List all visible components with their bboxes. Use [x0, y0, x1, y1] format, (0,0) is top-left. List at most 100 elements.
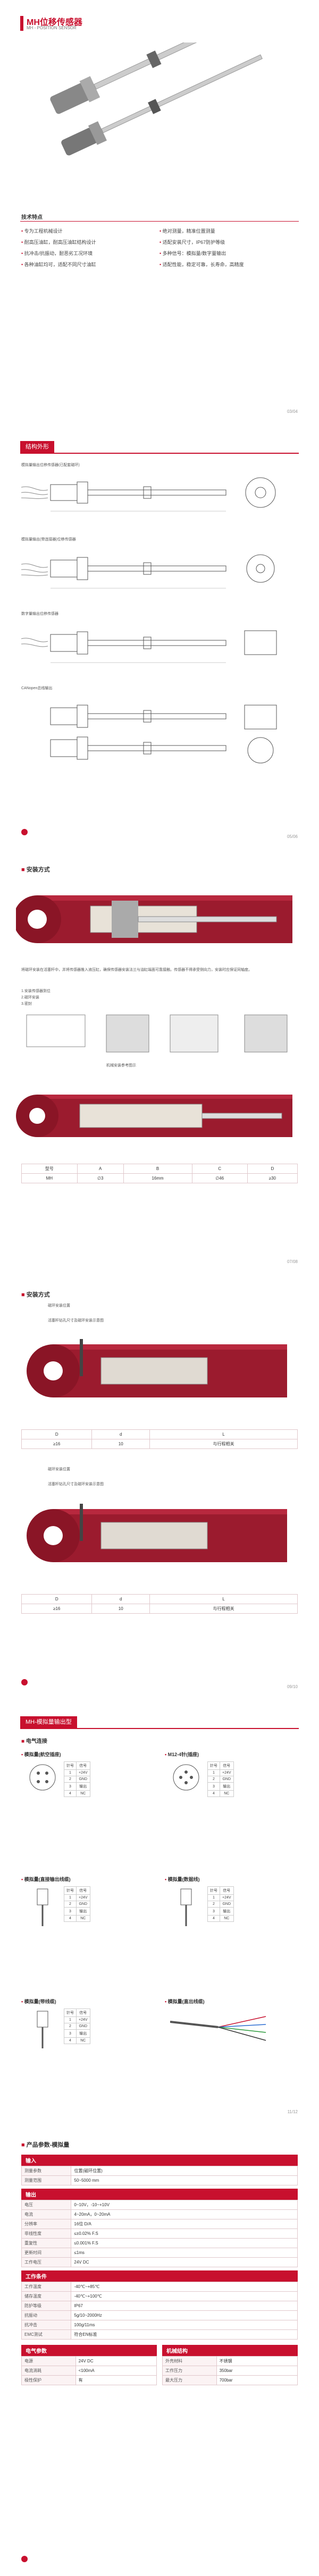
rod-install-diagram-2: [27, 1504, 287, 1562]
install-step: 3.密封: [21, 1002, 32, 1006]
spec-key: 工作电压: [21, 2257, 72, 2267]
table-cell: 输出: [76, 1907, 90, 1916]
table-cell: +24V: [76, 1769, 90, 1776]
table-cell: 2: [207, 1776, 220, 1783]
data-cable-icon: [180, 1888, 192, 1926]
table-cell: NC: [76, 1915, 90, 1922]
table-cell: C: [191, 1164, 248, 1174]
rod-install-diagram-1: [27, 1339, 287, 1397]
section-line: [20, 1728, 299, 1729]
page-title: ■ 产品参数-模拟量: [21, 2140, 69, 2149]
page-3: ■ 安装方式 将磁环安装在活塞杆中，并将传感器推入液压缸，确保传感器安装法兰与油…: [0, 850, 319, 1275]
spec-value: 350bar: [216, 2366, 298, 2376]
drawing-caption: CANopen总线输出: [21, 687, 53, 690]
spec-key: 抗振动: [21, 2310, 72, 2320]
table-cell: d: [91, 1594, 150, 1604]
table-cell: MH: [21, 1173, 78, 1183]
logo-icon: [21, 2556, 28, 2562]
drawing-caption: 数字量输出位移传感器: [21, 612, 58, 616]
spec-key: 测量范围: [21, 2175, 72, 2185]
table-cell: 3: [64, 1782, 77, 1791]
table-cell: 针号: [207, 1886, 220, 1895]
feature-item: 适配性能，稳定可靠，长寿命，高精度: [160, 259, 298, 270]
table-header-row: 型号 A B C D: [21, 1164, 298, 1174]
spec-value: 50~5000 mm: [71, 2175, 298, 2185]
table-cell: B: [123, 1164, 192, 1174]
spec-value: 24V DC: [75, 2356, 157, 2366]
feature-item: 多种信号：模拟量/数字量输出: [160, 248, 298, 259]
spec-key: 测量参数: [21, 2166, 72, 2176]
diagram-label: 磁环安装位置: [48, 1304, 70, 1308]
table-cell: ≥30: [247, 1173, 298, 1183]
table-cell: NC: [76, 2037, 90, 2044]
section-line: [20, 453, 299, 454]
spec-key: 分辨率: [21, 2219, 72, 2229]
table-cell: 4: [64, 2037, 77, 2044]
table-cell: 1: [64, 1769, 77, 1776]
table-cell: 信号: [220, 1886, 234, 1895]
table-cell: 1: [64, 1894, 77, 1901]
spec-key: 工作温度: [21, 2282, 72, 2292]
spec-value: ≤0.001% F.S: [71, 2238, 298, 2248]
table-row: 更新时间≤1ms: [21, 2248, 298, 2258]
table-cell: 输出: [220, 1907, 234, 1916]
table-cell: ∅46: [191, 1173, 248, 1183]
table-row: 工作温度-40℃~+85℃: [21, 2282, 298, 2292]
table-row: ≥16 10 与行程相关: [21, 1439, 298, 1449]
table-row: 测量参数位置(磁环位置): [21, 2166, 298, 2176]
connector-title: 模拟量(直接输出线缆): [21, 1876, 71, 1883]
feature-item: 专为工程机械设计: [21, 226, 144, 237]
table-cell: ∅3: [77, 1173, 124, 1183]
cylinder-installed-illustration: [16, 1095, 292, 1137]
spec-value: 有: [75, 2375, 157, 2385]
spec-value: 位置(磁环位置): [71, 2166, 298, 2176]
spec-value: <100mA: [75, 2366, 157, 2376]
table-cell: 信号: [76, 1761, 90, 1770]
table-cell: 信号: [76, 2009, 90, 2017]
spec-value: 5g/10~2000Hz: [71, 2310, 298, 2320]
spec-section-header: 电气参数: [21, 2345, 157, 2356]
table-cell: 输出: [76, 2029, 90, 2038]
title-accent-bar: [20, 16, 23, 31]
connector-title: 模拟量(航空插座): [21, 1751, 61, 1758]
logo-icon: [21, 1679, 28, 1685]
table-cell: 2: [64, 1901, 77, 1908]
table-cell: 4: [207, 1915, 220, 1922]
table-cell: GND: [76, 1901, 90, 1908]
spec-value: -40℃~+85℃: [71, 2282, 298, 2292]
subsection-title: ■ 电气连接: [21, 1736, 47, 1744]
table-row: 储存温度-40℃~+100℃: [21, 2291, 298, 2301]
diagram-note: 活塞杆钻孔尺寸及磁环安装示意图: [48, 1482, 104, 1486]
table-cell: 输出: [76, 1782, 90, 1791]
section-label: 安装方式: [26, 1292, 50, 1298]
diagram-label: 磁环安装位置: [48, 1468, 70, 1471]
table-cell: GND: [76, 1776, 90, 1783]
spec-key: 电压: [21, 2200, 72, 2210]
spec-value: 4~20mA，0~20mA: [71, 2209, 298, 2219]
table-cell: D: [21, 1429, 93, 1439]
spec-section-header: 机械结构: [162, 2345, 298, 2356]
table-cell: 10: [91, 1604, 150, 1614]
table-row: 重复性≤0.001% F.S: [21, 2238, 298, 2248]
table-cell: 4: [64, 1790, 77, 1797]
cylinder-cutaway-illustration: [16, 895, 292, 943]
table-cell: 2: [207, 1901, 220, 1908]
table-cell: 针号: [207, 1761, 220, 1770]
table-cell: 与行程相关: [149, 1439, 298, 1449]
table-cell: 4: [207, 1790, 220, 1797]
spec-section-header: 工作条件: [21, 2270, 298, 2282]
page-title-label: 产品参数-模拟量: [26, 2142, 70, 2148]
table-cell: 信号: [76, 1886, 90, 1895]
table-cell: NC: [76, 1790, 90, 1797]
section-marker-icon: ■: [21, 1292, 27, 1298]
page-subtitle: MH - POSITION SENSOR: [27, 26, 77, 30]
table-cell: 3: [207, 1907, 220, 1916]
